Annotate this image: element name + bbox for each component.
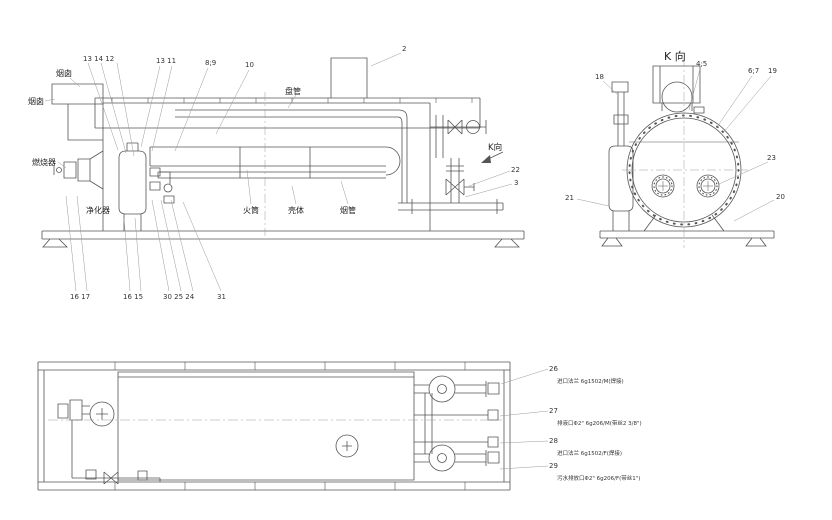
note-28: 进口法兰 6g1502/F(焊接) — [557, 449, 622, 457]
callout-28: 28 — [549, 437, 558, 445]
callout-8-9: 8;9 — [205, 59, 216, 67]
plan-cross-ticks — [114, 362, 466, 490]
label-chimney-left: 烟囱 — [28, 96, 44, 106]
end-tube-left-outer — [651, 174, 675, 198]
plan-valve-bottom-wheel — [428, 444, 456, 472]
callout-27: 27 — [549, 407, 558, 415]
label-fire-tube: 火筒 — [243, 205, 259, 215]
callout-10: 10 — [245, 61, 254, 69]
plan-valve-top-wheel — [428, 375, 456, 403]
side-base — [41, 230, 525, 248]
plan-center-circle — [335, 434, 359, 458]
note-29: 污水排放口Φ2" 6g206/F(带丝1") — [557, 474, 640, 482]
plan-leader-lines — [499, 368, 549, 470]
callout-29: 29 — [549, 462, 558, 470]
end-tube-right-inner — [700, 178, 716, 194]
plan-valve-bottom-stem — [437, 453, 447, 463]
plan-purifier-circle — [89, 401, 115, 427]
callout-16-17: 16 17 — [70, 293, 90, 301]
side-shell — [51, 57, 481, 231]
plan-view-labels: 26 进口法兰 6g1502/M(焊接) 27 排液口Φ2" 6g206/M(带… — [549, 365, 642, 482]
callout-4-5: 4;5 — [696, 60, 707, 68]
end-view-title: K 向 — [664, 49, 686, 63]
side-fitting-dial — [163, 183, 173, 193]
side-band-ticks — [111, 98, 473, 103]
side-tubes — [149, 109, 408, 203]
callout-30-25-24: 30 25 24 — [163, 293, 195, 301]
label-shell: 壳体 — [288, 205, 304, 215]
plan-view-linework — [37, 361, 511, 491]
plan-left-assembly — [57, 399, 352, 485]
callout-23: 23 — [767, 154, 776, 162]
end-tube-crosses — [658, 181, 713, 191]
side-handwheel — [466, 120, 480, 134]
callout-26: 26 — [549, 365, 558, 373]
side-view-linework — [41, 57, 525, 248]
side-leader-lines — [44, 52, 513, 292]
label-purifier: 净化器 — [86, 205, 110, 215]
end-view-linework — [599, 58, 775, 248]
callout-19: 19 — [768, 67, 777, 75]
callout-13-14-12: 13 14 12 — [83, 55, 114, 63]
end-legs-base — [599, 214, 775, 247]
end-stack-circle — [661, 81, 693, 113]
label-burner: 燃烧器 — [32, 157, 56, 167]
plan-view-leaders — [499, 368, 549, 470]
plan-shell — [117, 371, 415, 481]
end-tube-left-bolts — [653, 176, 673, 196]
end-tube-left-inner — [655, 178, 671, 194]
callout-3: 3 — [514, 179, 518, 187]
end-purifier — [608, 81, 634, 231]
side-view: 烟囱 烟囱 燃烧器 净化器 盘管 火筒 壳体 烟管 K向 13 14 12 13… — [28, 45, 525, 301]
callout-13-11: 13 11 — [156, 57, 176, 65]
k-direction-arrowhead — [481, 155, 491, 163]
side-view-leaders — [44, 52, 513, 292]
callout-31: 31 — [217, 293, 226, 301]
callout-6-7: 6;7 — [748, 67, 759, 75]
note-27: 排液口Φ2" 6g206/M(带丝2 3/8") — [557, 419, 642, 427]
note-26: 进口法兰 6g1502/M(焊接) — [557, 377, 624, 385]
side-view-labels: 烟囱 烟囱 燃烧器 净化器 盘管 火筒 壳体 烟管 K向 13 14 12 13… — [28, 45, 520, 301]
plan-skid-rails — [37, 361, 511, 491]
end-tube-right-bolts — [698, 176, 718, 196]
end-view: K 向 18 4;5 6;7 19 23 21 20 — [565, 49, 785, 248]
end-leader-lines — [576, 68, 775, 222]
callout-20: 20 — [776, 193, 785, 201]
end-centerlines — [622, 58, 748, 248]
end-top-box — [652, 65, 705, 114]
label-chimney-top: 烟囱 — [56, 68, 72, 78]
callout-22: 22 — [511, 166, 520, 174]
plan-right-piping — [414, 381, 500, 466]
callout-21: 21 — [565, 194, 574, 202]
end-tube-right-outer — [696, 174, 720, 198]
end-view-leaders — [576, 68, 775, 222]
callout-18: 18 — [595, 73, 604, 81]
plan-valve-top-stem — [437, 384, 447, 394]
end-view-labels: K 向 18 4;5 6;7 19 23 21 20 — [565, 49, 785, 202]
side-burner-dial — [56, 167, 62, 173]
label-smoke-tube: 烟管 — [340, 205, 356, 215]
plan-view: 26 进口法兰 6g1502/M(焊接) 27 排液口Φ2" 6g206/M(带… — [37, 361, 642, 491]
label-coil: 盘管 — [285, 86, 301, 96]
side-burner-purifier — [53, 142, 175, 231]
callout-16-15: 16 15 — [123, 293, 143, 301]
side-valves — [398, 115, 504, 214]
callout-2: 2 — [402, 45, 406, 53]
label-k-direction: K向 — [488, 142, 502, 153]
